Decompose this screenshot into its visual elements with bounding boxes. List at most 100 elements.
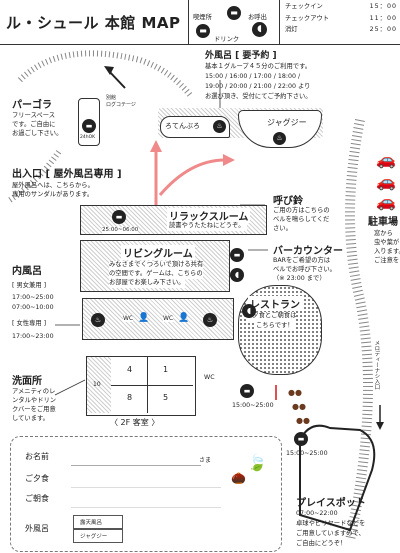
guest-form: お名前 さま ご夕食 ご朝食 外風呂 露天風呂 ジャグジー 🍃 🌰 [10,436,282,552]
place-spot-hours-top: 15:00~25:00 [286,450,328,457]
name-field[interactable] [71,455,201,466]
room-number: 5 [163,393,169,402]
smoking-icon: ▬ [82,119,96,133]
legend-smoking: 喫煙所 [193,4,212,23]
inner-bath-men-hours-1: 17:00~25:00 [12,294,54,301]
parking-title: 駐車場 [368,217,398,228]
call-bell-desc-2: ベルを鳴らしてくだ [273,216,330,223]
bath-label: 外風呂 [25,524,49,533]
acorn-icon: 🌰 [231,471,246,485]
living-room-desc-3: お部屋でお楽しみ下さい。 [109,279,185,288]
bar-counter-desc-3: （※ 23:00 まで） [273,275,326,282]
guest-rooms: 4 1 8 5 10 [86,356,196,416]
smoking-hours: 15:00~25:00 [232,402,274,409]
outdoor-bath-desc-3: 19:00 / 20:00 / 21:00 / 22:00 より [205,83,311,90]
checkin-value: 15：00 [369,3,397,10]
pergola-sign: ▬ 24hOK [78,98,100,146]
outdoor-bath-desc-1: 基本１グループ４５分のご利用です。 [205,63,312,70]
walkway-label: メロディーナシ入口 [373,340,380,390]
washroom-desc-4: しています。 [12,415,49,422]
time-row: 消灯 25：00 [285,26,397,35]
lightsout-value: 25：00 [369,26,397,33]
parking-desc-1: 窓から [374,230,393,237]
person-icon: 👤 [178,313,190,323]
time-table: チェックイン 15：00 チェックアウト 11：00 消灯 25：00 [285,3,397,35]
leaf-icon: 🍃 [247,453,267,472]
legend-drink: ドリンク [214,26,239,45]
place-spot-desc-3: ご自由にどうぞ！ [296,540,347,547]
room-number: 1 [163,365,169,374]
bar-counter-desc-1: BARをご希望の方は [273,257,331,264]
legend-call-label: お呼出 [248,14,267,21]
call-bell-desc-3: さい。 [273,225,292,232]
smoking-icon: ▬ [240,384,254,398]
wc-label: WC [123,315,134,322]
pergola-desc-2: です。ご自由に [12,121,56,128]
washroom-desc-3: クバーをご用意 [12,406,56,413]
restaurant-desc-1: ご夕食とご朝食は [246,312,297,321]
checkout-value: 11：00 [369,14,397,22]
breakfast-field[interactable] [71,497,221,508]
page-title: ル・シュール 本館 MAP [6,14,181,32]
name-suffix: さま [199,457,212,464]
room-number: 8 [127,393,133,402]
car-icon: 🚗 [376,150,396,169]
footprints-icon: ●● [292,402,306,411]
bar-counter-desc-2: ベルでお呼び下さい。 [273,266,336,273]
smoking-icon: ▬ [294,432,308,446]
guest-rooms-label: 〈 2F 客室 〉 [110,418,160,427]
breakfast-label: ご朝食 [25,494,49,503]
room-number: 10 [93,381,101,388]
place-spot-hours: 07:00~22:00 [296,510,338,517]
bath-option-jacuzzi-label: ジャグジー [80,534,108,540]
checkout-label: チェックアウト [285,14,330,22]
restaurant-title: レストラン [248,296,302,311]
hot-spring-icon: ♨ [91,313,105,327]
bath-option-jacuzzi[interactable]: ジャグジー [73,529,123,543]
legend-drink-label: ドリンク [214,36,240,43]
time-row: チェックアウト 11：00 [285,15,397,24]
smoking-legend-icon: ▬ [227,6,241,20]
villa-label-2: ログコテージ [106,101,136,108]
footprints-icon: ●● [288,388,302,397]
inner-bath-block: ♨ WC 👤 WC 👤 ♨ [82,298,234,340]
header: ル・シュール 本館 MAP 喫煙所 ▬ お呼出 ▬ ドリンク ◖ チェックイン … [0,0,400,45]
relax-room-desc: 読書やうたたねにどうぞ。 [167,222,247,231]
outdoor-bath-desc-4: お選び頂き、受付にてご予約下さい。 [205,93,312,100]
place-spot-title: プレイスポット [296,498,366,509]
room-divider [147,357,148,413]
room-number: 4 [127,365,133,374]
outdoor-bath-title: 外風呂 [ 要予約 ] [205,51,277,61]
rotenburo-label: ろてんぶろ [165,122,200,130]
guest-room-stairs [87,357,111,413]
villa-label: 別館 ログコテージ [106,95,136,109]
bell-legend-icon: ◖ [252,22,267,37]
rotenburo: ろてんぶろ ♨ [160,116,230,138]
person-icon: 👤 [138,313,150,323]
bath-option-rotenburo[interactable]: 露天風呂 [73,515,123,529]
washroom-desc-2: ンタルやドリン [12,397,57,404]
washroom-title: 洗面所 [12,376,42,387]
dinner-label: ご夕食 [25,474,49,483]
inner-bath-women-hours: 17:00~23:00 [12,333,54,340]
restaurant-bell-icon: ◖ [242,304,256,318]
washroom-desc-1: アメニティのレ [12,388,56,395]
room-divider [111,385,193,386]
dinner-field[interactable] [71,477,221,488]
inner-bath-men-hours-2: 07:00~10:00 [12,304,54,311]
parking-desc-4: ご注意を! [374,257,400,264]
parking-desc-3: 入ります。 [374,248,400,255]
hot-spring-icon: ♨ [273,132,286,145]
hot-spring-icon: ♨ [203,313,217,327]
header-divider-2 [279,0,280,44]
inner-bath-title: 内風呂 [12,266,42,277]
call-bell-desc-1: ご用の方はこちらの [273,207,330,214]
hot-spring-icon: ♨ [213,120,226,133]
bath-option-rotenburo-label: 露天風呂 [80,520,103,526]
living-room-title: リビングルーム [121,245,195,260]
wc-label: WC [163,315,174,322]
living-room-desc-2: の空間です。ゲームは、こちらの [109,270,203,279]
lightsout-label: 消灯 [285,26,298,33]
relax-room-title: リラックスルーム [167,208,251,223]
